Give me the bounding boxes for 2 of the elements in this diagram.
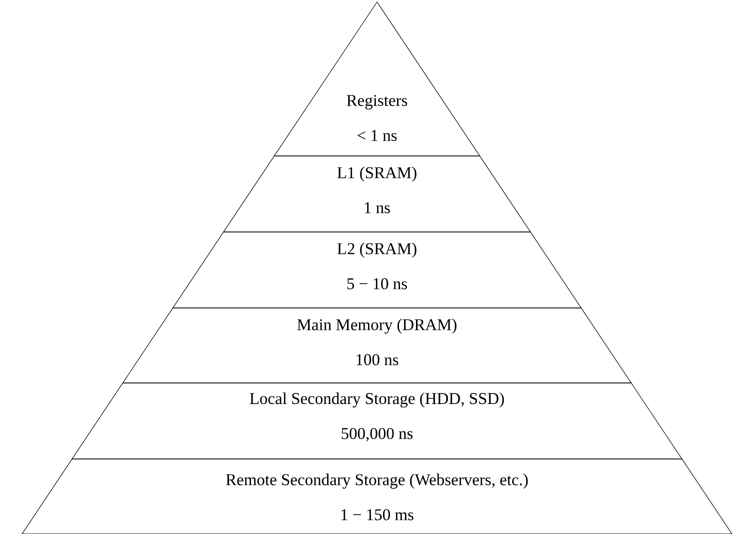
pyramid-level: Local Secondary Storage (HDD, SSD) 500,000 ns <box>72 382 683 460</box>
pyramid-level: Main Memory (DRAM) 100 ns <box>122 308 632 384</box>
